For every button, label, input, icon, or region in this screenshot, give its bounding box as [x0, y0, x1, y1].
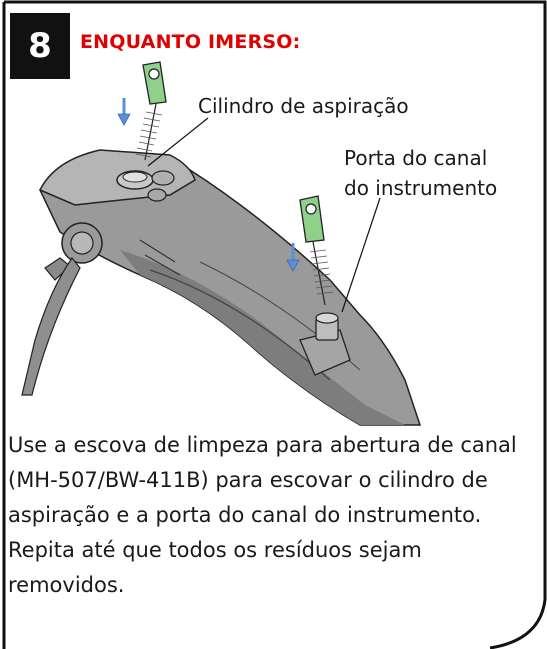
instrument-port-label-line2: do instrumento — [344, 176, 498, 200]
step-title: ENQUANTO IMERSO: — [80, 31, 301, 53]
instrument-port-label: Porta do canal do instrumento — [344, 143, 497, 203]
suction-cylinder-leader — [147, 117, 209, 167]
instruction-paragraph: Repita até que todos os resíduos sejam r… — [8, 538, 422, 597]
suction-cylinder-label: Cilindro de aspiração — [198, 94, 409, 118]
down-arrow-icon — [286, 243, 300, 272]
universal-cord — [21, 256, 81, 396]
instrument-port-label-line1: Porta do canal — [344, 146, 488, 170]
cleaning-brush-icon — [299, 195, 334, 306]
step-number-badge: 8 — [10, 13, 70, 79]
down-arrow-icon — [117, 98, 131, 126]
cleaning-brush-icon — [135, 61, 167, 161]
instructions-text: Use a escova de limpeza para abertura de… — [8, 428, 538, 603]
instrument-port-leader — [341, 197, 381, 313]
air-water-button — [151, 170, 175, 186]
instruction-paragraph: Use a escova de limpeza para abertura de… — [8, 433, 517, 527]
endoscope-illustration — [21, 61, 422, 426]
scope-body-shade — [120, 250, 405, 425]
